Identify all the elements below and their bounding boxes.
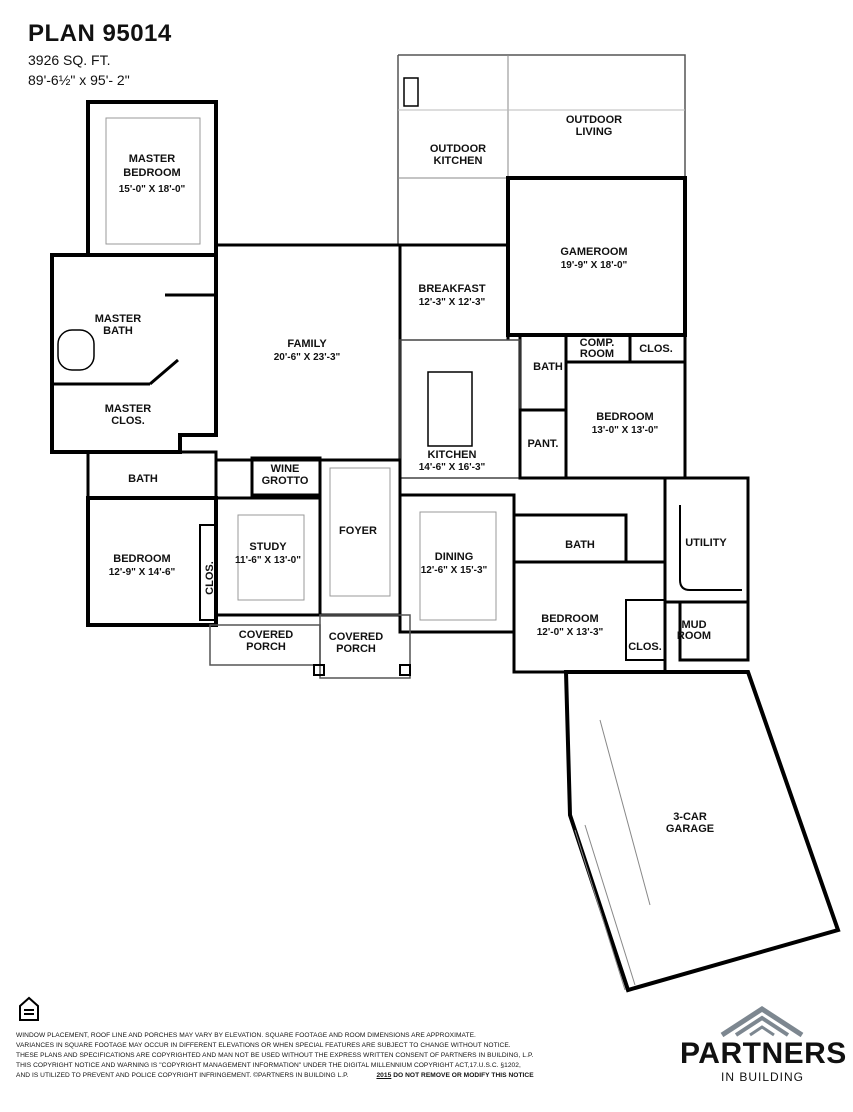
- garage-walls: [563, 670, 841, 993]
- footer-line-5: AND IS UTILIZED TO PREVENT AND POLICE CO…: [16, 1072, 534, 1080]
- plan-title: PLAN 95014: [28, 20, 172, 47]
- mud-room-walls: [678, 600, 750, 662]
- kitchen-dim: 14'-6" X 16'-3": [419, 462, 486, 473]
- utility-label: UTILITY: [685, 537, 727, 549]
- kitchen-label: KITCHEN: [428, 449, 477, 461]
- clos-mid-label: CLOS.: [628, 641, 662, 653]
- outdoor-kitchen-label: OUTDOOR: [430, 143, 486, 155]
- covered-porch-left-label: COVERED: [239, 629, 293, 641]
- footer-copyright: AND IS UTILIZED TO PREVENT AND POLICE CO…: [16, 1072, 349, 1079]
- left-closet-walls: [199, 524, 217, 621]
- gameroom-dim: 19'-9" X 18'-0": [561, 260, 628, 271]
- logo-subtitle: IN BUILDING: [720, 1070, 804, 1084]
- mud-room-label: MUD: [681, 619, 706, 631]
- foyer-walls: [318, 458, 402, 617]
- study-label: STUDY: [249, 541, 287, 553]
- outdoor-grill: [403, 77, 419, 107]
- clos-left-label: CLOS.: [204, 561, 216, 595]
- dining-dim: 12'-6" X 15'-3": [421, 565, 488, 576]
- study-dim: 11'-6" X 13'-0": [235, 555, 301, 566]
- tub: [57, 329, 95, 371]
- footer-warning: DO NOT REMOVE OR MODIFY THIS NOTICE: [393, 1072, 534, 1079]
- footer-line-4: THIS COPYRIGHT NOTICE AND WARNING IS "CO…: [16, 1062, 521, 1069]
- master-bedroom-ceiling: [105, 117, 201, 245]
- square-footage: 3926 SQ. FT.: [28, 52, 111, 68]
- floor-plan: MASTER BEDROOM 15'-0" X 18'-0" OUTDOOR K…: [50, 54, 841, 993]
- master-bedroom-label: MASTER: [129, 153, 176, 165]
- footer-line-2: VARIANCES IN SQUARE FOOTAGE MAY OCCUR IN…: [16, 1042, 511, 1049]
- bath-mid-label: BATH: [565, 539, 595, 551]
- wine-grotto-label-2: GROTTO: [262, 475, 309, 487]
- outdoor-kitchen-label-2: KITCHEN: [434, 155, 483, 167]
- covered-porch-left-label-2: PORCH: [246, 641, 286, 653]
- partners-logo: PARTNERS IN BUILDING: [680, 1005, 847, 1085]
- covered-porch-right-label: COVERED: [329, 631, 383, 643]
- garage-label-2: GARAGE: [666, 823, 714, 835]
- roof-logo-icon: [720, 1006, 804, 1038]
- footer-line-3: THESE PLANS AND SPECIFICATIONS ARE COPYR…: [16, 1052, 534, 1059]
- master-clos-label: MASTER: [105, 403, 152, 415]
- breakfast-label: BREAKFAST: [418, 283, 486, 295]
- garage-label: 3-CAR: [673, 811, 707, 823]
- walls: [50, 54, 841, 993]
- bedroom-mid-dim: 12'-0" X 13'-3": [537, 627, 604, 638]
- outdoor-living-label-2: LIVING: [576, 126, 613, 138]
- dining-walls: [398, 493, 516, 634]
- bedroom-mid-label: BEDROOM: [541, 613, 598, 625]
- bath-upper-label: BATH: [533, 361, 563, 373]
- garage-doors: [574, 719, 651, 991]
- kitchen-island: [427, 371, 473, 447]
- bath-left-label: BATH: [128, 473, 158, 485]
- breakfast-dim: 12'-3" X 12'-3": [419, 297, 486, 308]
- master-suite-walls: [50, 253, 218, 454]
- mid-closet-walls: [625, 599, 666, 661]
- master-bath-label: MASTER: [95, 313, 142, 325]
- master-clos-label-2: CLOS.: [111, 415, 145, 427]
- master-bedroom-dim: 15'-0" X 18'-0": [119, 184, 186, 195]
- logo-name: PARTNERS: [680, 1037, 847, 1070]
- covered-porch-right: [319, 614, 411, 679]
- bedroom-left-label: BEDROOM: [113, 553, 170, 565]
- footer-year: 2015: [376, 1072, 392, 1079]
- family-dim: 20'-6" X 23'-3": [274, 352, 341, 363]
- outdoor-living-label: OUTDOOR: [566, 114, 622, 126]
- comp-room-label-2: ROOM: [580, 348, 614, 360]
- overall-dimensions: 89'-6½" x 95'- 2": [28, 72, 130, 88]
- dining-label: DINING: [435, 551, 474, 563]
- foyer-label: FOYER: [339, 525, 377, 537]
- gameroom-label: GAMEROOM: [560, 246, 627, 258]
- master-bedroom-label-2: BEDROOM: [123, 167, 180, 179]
- equal-housing-icon: [19, 996, 39, 1021]
- pantry-walls: [518, 408, 568, 480]
- covered-porch-right-label-2: PORCH: [336, 643, 376, 655]
- master-bath-label-2: BATH: [103, 325, 133, 337]
- bedroom-left-dim: 12'-9" X 14'-6": [109, 567, 176, 578]
- comp-room-label: COMP.: [580, 337, 615, 349]
- bedroom-right-label: BEDROOM: [596, 411, 653, 423]
- family-label: FAMILY: [287, 338, 327, 350]
- mud-room-label-2: ROOM: [677, 630, 711, 642]
- pantry-label: PANT.: [528, 438, 559, 450]
- bedroom-right-dim: 13'-0" X 13'-0": [592, 425, 659, 436]
- clos-upper-label: CLOS.: [639, 343, 673, 355]
- footer-line-1: WINDOW PLACEMENT, ROOF LINE AND PORCHES …: [16, 1032, 476, 1039]
- wine-grotto-label: WINE: [271, 463, 300, 475]
- room-labels: MASTER BEDROOM 15'-0" X 18'-0" OUTDOOR K…: [95, 114, 728, 835]
